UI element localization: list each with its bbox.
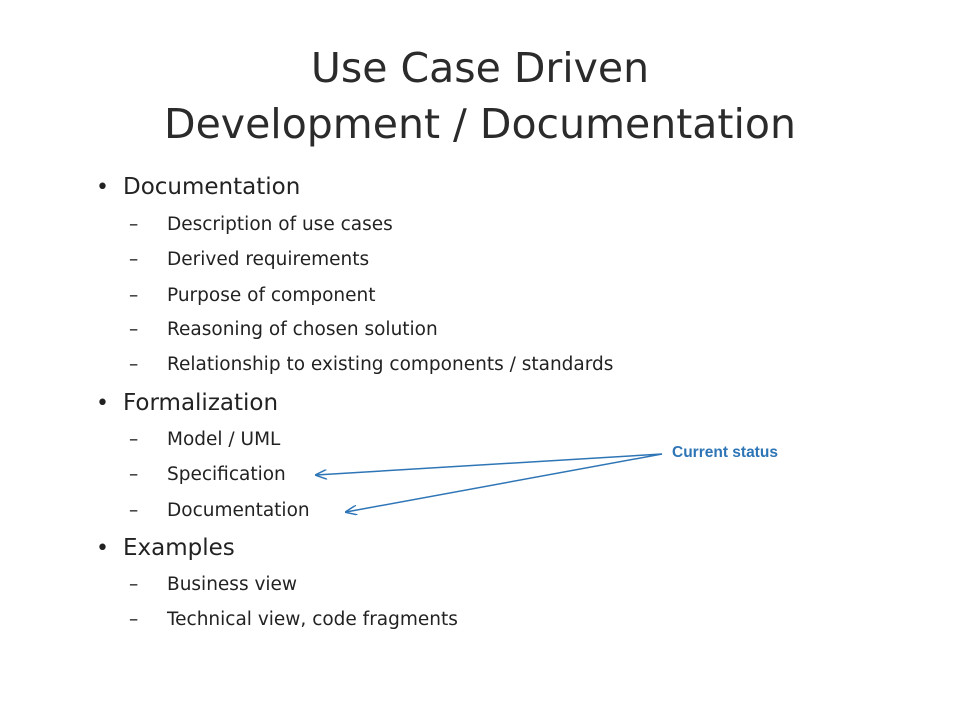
dash-marker: – bbox=[129, 319, 139, 340]
dash-marker: – bbox=[129, 249, 139, 270]
dash-marker: – bbox=[129, 429, 139, 450]
sub-item-label: Derived requirements bbox=[167, 249, 370, 270]
sub-item: – Relationship to existing components / s… bbox=[129, 352, 613, 378]
sub-item: – Derived requirements bbox=[129, 247, 369, 273]
dash-marker: – bbox=[129, 609, 139, 630]
sub-item: – Purpose of component bbox=[129, 283, 376, 309]
sub-item-label: Business view bbox=[167, 574, 298, 595]
sub-item-label: Relationship to existing components / st… bbox=[167, 354, 614, 375]
sub-item: – Technical view, code fragments bbox=[129, 607, 458, 633]
arrow-to-documentation bbox=[346, 453, 663, 512]
arrow-to-specification bbox=[316, 453, 663, 475]
dash-marker: – bbox=[129, 500, 139, 521]
title-line-2: Development / Documentation bbox=[164, 100, 796, 148]
sub-item: – Reasoning of chosen solution bbox=[129, 317, 438, 343]
sub-item: – Model / UML bbox=[129, 427, 280, 453]
dash-marker: – bbox=[129, 354, 139, 375]
bullet-dot: • bbox=[96, 536, 109, 561]
sub-item: – Specification bbox=[129, 462, 286, 488]
bullet-documentation: • Documentation bbox=[96, 172, 300, 203]
bullet-dot: • bbox=[96, 175, 109, 200]
sub-item: – Business view bbox=[129, 572, 297, 598]
bullet-label: Formalization bbox=[123, 390, 279, 416]
sub-item-label: Technical view, code fragments bbox=[167, 609, 458, 630]
bullet-label: Documentation bbox=[123, 174, 301, 200]
sub-item: – Description of use cases bbox=[129, 212, 393, 238]
dash-marker: – bbox=[129, 214, 139, 235]
bullet-examples: • Examples bbox=[96, 533, 235, 564]
dash-marker: – bbox=[129, 464, 139, 485]
sub-item-label: Specification bbox=[167, 464, 286, 485]
title-line-1: Use Case Driven bbox=[310, 44, 650, 92]
sub-item-label: Reasoning of chosen solution bbox=[167, 319, 438, 340]
bullet-label: Examples bbox=[123, 535, 235, 561]
sub-item-label: Description of use cases bbox=[167, 214, 393, 235]
sub-item-label: Purpose of component bbox=[167, 285, 376, 306]
sub-item-label: Model / UML bbox=[167, 429, 281, 450]
dash-marker: – bbox=[129, 285, 139, 306]
slide-title: Use Case Driven Development / Documentat… bbox=[0, 40, 960, 152]
bullet-dot: • bbox=[96, 391, 109, 416]
current-status-callout: Current status bbox=[672, 444, 778, 461]
dash-marker: – bbox=[129, 574, 139, 595]
sub-item-label: Documentation bbox=[167, 500, 310, 521]
bullet-formalization: • Formalization bbox=[96, 388, 278, 419]
sub-item: – Documentation bbox=[129, 498, 310, 524]
